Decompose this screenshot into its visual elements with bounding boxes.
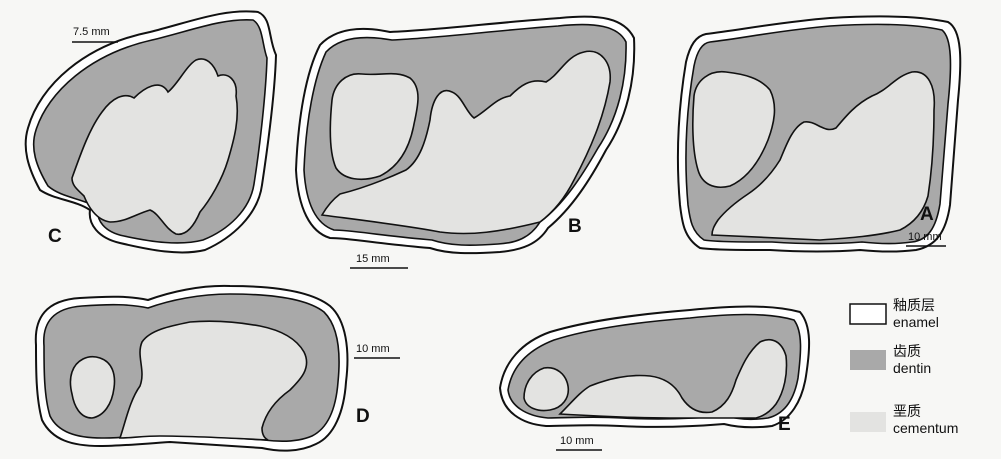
specimen-a-label: A: [920, 204, 934, 225]
specimen-a: A 10 mm: [678, 16, 960, 251]
legend-enamel-cn: 釉质层: [893, 297, 935, 313]
specimen-d-label: D: [356, 406, 370, 427]
legend-enamel-en: enamel: [893, 314, 939, 330]
specimen-e: E 10 mm: [500, 307, 809, 451]
specimen-d-scale-text: 10 mm: [356, 343, 390, 355]
specimen-a-scale-text: 10 mm: [908, 231, 942, 243]
specimen-e-scale-text: 10 mm: [560, 435, 594, 447]
legend-dentin-cn: 齿质: [893, 343, 921, 359]
legend-cementum-en: cementum: [893, 420, 958, 436]
legend: 釉质层 enamel 齿质 dentin 垩质 cementum: [850, 297, 958, 436]
specimen-b: B 15 mm: [296, 17, 634, 268]
specimen-b-scale-text: 15 mm: [356, 253, 390, 265]
specimen-d: D 10 mm: [36, 286, 400, 451]
specimen-c-scale-text: 7.5 mm: [73, 26, 110, 38]
specimen-c-label: C: [48, 226, 62, 247]
specimen-e-label: E: [778, 414, 791, 435]
legend-swatch-dentin: [850, 350, 886, 370]
legend-swatch-cementum: [850, 412, 886, 432]
legend-dentin-en: dentin: [893, 360, 931, 376]
legend-swatch-enamel: [850, 304, 886, 324]
specimen-c: C 7.5 mm: [26, 11, 276, 252]
legend-cementum-cn: 垩质: [893, 403, 921, 419]
specimen-b-label: B: [568, 216, 582, 237]
